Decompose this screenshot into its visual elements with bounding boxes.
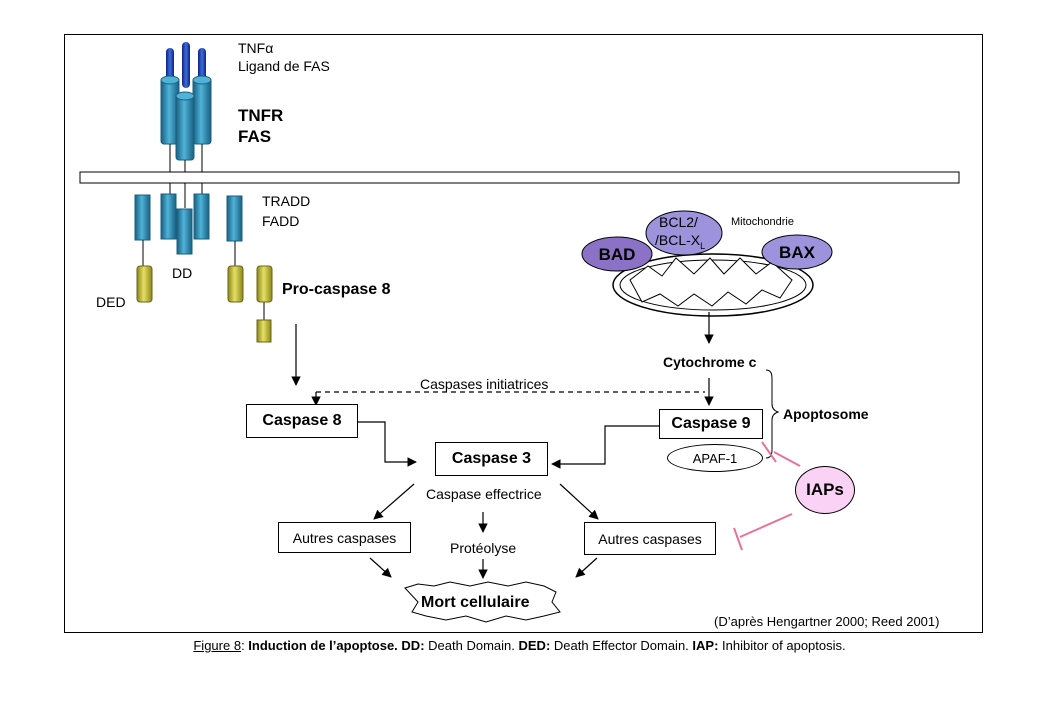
ded-block	[136, 265, 153, 303]
receptor-cylinder	[192, 77, 212, 145]
mort-cellulaire-label: Mort cellulaire	[421, 594, 530, 611]
iaps-oval: IAPs	[795, 466, 855, 514]
bcl2-label: BCL2/	[659, 214, 698, 230]
arrow	[559, 483, 599, 520]
figure-frame	[64, 34, 983, 633]
autres-caspases-right-box: Autres caspases	[584, 522, 716, 555]
source-label: (D’après Hengartner 2000; Reed 2001)	[714, 614, 940, 629]
inhibit-line	[773, 451, 801, 467]
caption-colon: :	[241, 638, 249, 653]
adaptor-cylinder	[193, 193, 210, 240]
caspase3-box: Caspase 3	[435, 442, 548, 476]
fas-label: FAS	[238, 127, 272, 146]
arrow	[369, 557, 392, 578]
proteolyse-label: Protéolyse	[450, 540, 517, 556]
bclxl-label: /BCL-XL	[655, 232, 705, 254]
mitochondrie-label: Mitochondrie	[731, 216, 794, 228]
tnfr-label: TNFR	[238, 106, 284, 125]
arrow	[373, 483, 415, 520]
caspase-effectrice-label: Caspase effectrice	[426, 486, 542, 502]
adaptor-cylinder	[226, 195, 243, 242]
bclxl-subscript: L	[700, 240, 706, 251]
caption-ded-text: Death Effector Domain.	[553, 638, 689, 653]
caption-dd-key: DD:	[401, 638, 425, 653]
adaptor-cylinder	[134, 194, 151, 241]
receptor-group	[160, 75, 212, 208]
mito-cristae	[629, 257, 793, 307]
ded-block	[256, 265, 273, 303]
caspase8-box: Caspase 8	[246, 404, 358, 438]
bcl2-oval	[645, 210, 723, 256]
cell-membrane	[79, 171, 960, 184]
fas-ligand-label: Ligand de FAS	[238, 58, 330, 74]
inhibit-bar	[761, 441, 777, 463]
figure-caption: Figure 8: Induction de l’apoptose. DD: D…	[0, 638, 1039, 653]
tnf-label: TNFα	[238, 40, 274, 56]
caption-title: Induction de l’apoptose.	[248, 638, 398, 653]
bclxl-text: /BCL-X	[655, 232, 701, 248]
caspases-initiatrices-label: Caspases initiatrices	[420, 376, 549, 392]
ded-label: DED	[96, 294, 126, 310]
apaf-oval: APAF-1	[667, 444, 763, 472]
ded-block	[256, 319, 272, 343]
bax-oval	[761, 234, 833, 270]
inhibit-line	[739, 513, 793, 538]
apoptosome-bracket	[765, 369, 780, 459]
adaptor-cylinder	[176, 208, 193, 255]
caption-figure-number: Figure 8	[193, 638, 242, 653]
caption-iap-key: IAP:	[692, 638, 719, 653]
caspase9-box: Caspase 9	[659, 409, 763, 439]
ligand-rod	[182, 42, 190, 88]
inhibit-bar	[733, 527, 743, 551]
fadd-label: FADD	[262, 213, 300, 229]
ded-block	[227, 265, 244, 303]
pro-caspase-label: Pro-caspase 8	[282, 281, 391, 298]
cytochrome-label: Cytochrome c	[663, 354, 757, 370]
caption-ded-key: DED:	[518, 638, 551, 653]
autres-caspases-left-box: Autres caspases	[278, 522, 411, 553]
apoptosome-label: Apoptosome	[783, 406, 869, 422]
bad-label: BAD	[598, 245, 636, 264]
dd-label: DD	[172, 265, 193, 281]
caption-dd-text: Death Domain.	[428, 638, 515, 653]
adaptor-cylinder	[160, 193, 177, 240]
bad-oval	[581, 236, 653, 272]
tradd-label: TRADD	[262, 193, 311, 209]
bax-label: BAX	[779, 243, 815, 262]
adaptor-group	[134, 193, 265, 320]
mort-cellulaire-shape	[404, 581, 561, 623]
arrow	[551, 425, 659, 469]
arrow	[575, 557, 598, 578]
ded-group	[136, 265, 273, 343]
caption-iap-text: Inhibitor of apoptosis.	[722, 638, 846, 653]
inhibition-group	[733, 441, 801, 551]
receptor-cylinder	[175, 93, 195, 161]
arrow-group	[291, 312, 714, 579]
mitochondrion	[581, 210, 833, 317]
arrow	[358, 421, 417, 467]
